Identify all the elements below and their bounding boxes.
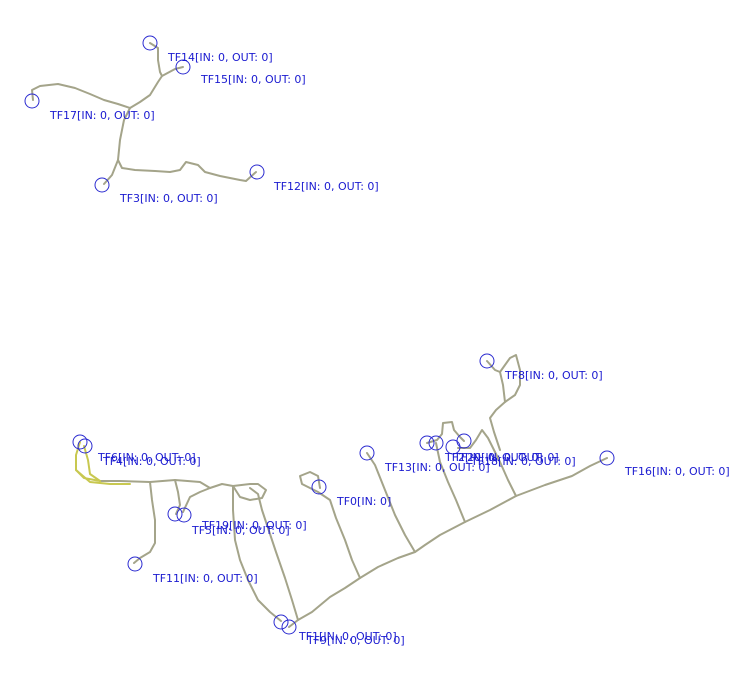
road-segment	[232, 483, 267, 501]
road-segment	[288, 457, 608, 628]
road-segment	[133, 481, 156, 564]
node-tf18b-marker[interactable]	[456, 433, 472, 449]
node-label-tf2: TF2[IN: 0, OUT: 0]	[444, 451, 543, 464]
road-segment	[457, 429, 517, 497]
node-tf0-marker[interactable]	[311, 479, 327, 495]
road-segment	[31, 83, 131, 109]
node-tf20-marker[interactable]	[428, 435, 444, 451]
node-label-tf9: TF9[IN: 0, OUT: 0]	[306, 634, 405, 647]
road-segment	[174, 479, 181, 515]
node-markers	[24, 35, 615, 635]
node-tf6-marker[interactable]	[72, 434, 88, 450]
node-tf16-marker[interactable]	[599, 450, 615, 466]
node-label-tf12: TF12[IN: 0, OUT: 0]	[273, 180, 379, 193]
node-label-tf11: TF11[IN: 0, OUT: 0]	[152, 572, 258, 585]
road-segment	[209, 483, 234, 489]
node-label-tf20: TF20[IN: 0, OUT: 0]	[453, 451, 559, 464]
node-label-tf5: TF5[IN: 0, OUT: 0]	[191, 524, 290, 537]
road-segment	[99, 479, 211, 513]
road-segment	[299, 471, 361, 579]
road-segment	[486, 360, 506, 451]
node-tf1-marker[interactable]	[273, 614, 289, 630]
node-label-tf8: TF8[IN: 0, OUT: 0]	[504, 369, 603, 382]
node-label-tf4: TF4[IN: 0, OUT: 0]	[102, 455, 201, 468]
node-tf15-marker[interactable]	[175, 59, 191, 75]
node-label-tf0: TF0[IN: 0]	[336, 495, 391, 508]
node-label-tf3: TF3[IN: 0, OUT: 0]	[119, 192, 218, 205]
road-segment	[103, 42, 163, 185]
node-tf5-marker[interactable]	[176, 507, 192, 523]
node-labels: TF14[IN: 0, OUT: 0] TF15[IN: 0, OUT: 0] …	[49, 51, 730, 647]
road-network-upper	[31, 42, 257, 185]
road-segment	[232, 485, 282, 622]
node-tf4-marker[interactable]	[77, 438, 93, 454]
node-label-tf6: TF6[IN: 0, OUT: 0]	[97, 451, 196, 464]
node-label-tf14: TF14[IN: 0, OUT: 0]	[167, 51, 273, 64]
node-label-tf15: TF15[IN: 0, OUT: 0]	[200, 73, 306, 86]
node-label-tf16: TF16[IN: 0, OUT: 0]	[624, 465, 730, 478]
road-segment	[249, 487, 299, 621]
node-label-tf18: TF18[IN: 0, OUT: 0]	[470, 455, 576, 468]
node-tf13-marker[interactable]	[359, 445, 375, 461]
road-network-lower	[75, 354, 608, 628]
node-label-tf13: TF13[IN: 0, OUT: 0]	[384, 461, 490, 474]
node-tf14-marker[interactable]	[142, 35, 158, 51]
road-segment	[75, 469, 131, 485]
road-segment	[499, 354, 521, 403]
node-label-tf19: TF19[IN: 0, OUT: 0]	[201, 519, 307, 532]
node-tf11-marker[interactable]	[127, 556, 143, 572]
node-tf19-marker[interactable]	[167, 506, 183, 522]
node-tf9-marker[interactable]	[281, 619, 297, 635]
node-tf2-marker[interactable]	[419, 435, 435, 451]
road-segment	[426, 421, 465, 444]
road-segment	[161, 66, 184, 77]
node-tf8-marker[interactable]	[479, 353, 495, 369]
road-segment	[435, 442, 466, 523]
node-tf12-marker[interactable]	[249, 164, 265, 180]
road-segment	[117, 159, 257, 182]
node-tf17-marker[interactable]	[24, 93, 40, 109]
node-label-tf17: TF17[IN: 0, OUT: 0]	[49, 109, 155, 122]
road-segment	[366, 452, 416, 553]
node-tf3-marker[interactable]	[94, 177, 110, 193]
node-label-tf1: TF1[IN: 0, OUT: 0]	[298, 630, 397, 643]
